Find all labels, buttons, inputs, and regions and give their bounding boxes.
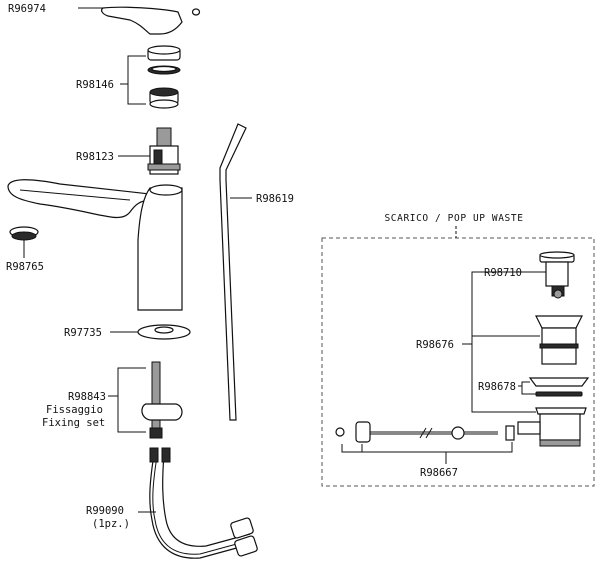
label-fixing-set: Fixing set [42,417,105,429]
label-one-piece: (1pz.) [92,518,130,530]
faucet-body-part [7,179,183,311]
gasket-rings-part [528,377,590,397]
fixing-set-part [141,361,183,439]
leader-r98676 [471,271,540,413]
waste-box-title: SCARICO / POP UP WASTE [384,213,523,224]
waste-box: SCARICO / POP UP WASTE [321,213,595,487]
label-r98619: R98619 [256,193,294,205]
label-r98676: R98676 [416,339,454,351]
label-r97735: R97735 [64,327,102,339]
label-r99090: R99090 [86,505,124,517]
label-r98765: R98765 [6,261,44,273]
bracket-r98843 [117,367,146,433]
label-r98843: R98843 [68,391,106,403]
base-gasket-part [137,324,191,340]
flex-hoses-part [149,447,258,559]
lever-handle-part [101,6,201,35]
label-r98710: R98710 [484,267,522,279]
flange-body-part [535,315,583,365]
popup-rod-part [219,123,247,421]
label-r98146: R98146 [76,79,114,91]
bracket-r98678 [521,381,536,395]
label-fissaggio: Fissaggio [46,404,103,416]
waste-body-part [517,407,587,447]
linkage-rod-part [335,421,515,443]
label-r98678: R98678 [478,381,516,393]
cap-ring-part [147,45,181,109]
leader-r98667 [341,442,513,453]
aerator-part [9,226,39,241]
label-r98123: R98123 [76,151,114,163]
label-r98667: R98667 [420,467,458,479]
label-r96974: R96974 [8,3,46,15]
plug-part [539,251,575,299]
cartridge-part [147,127,181,175]
bracket-r98146 [127,55,146,105]
